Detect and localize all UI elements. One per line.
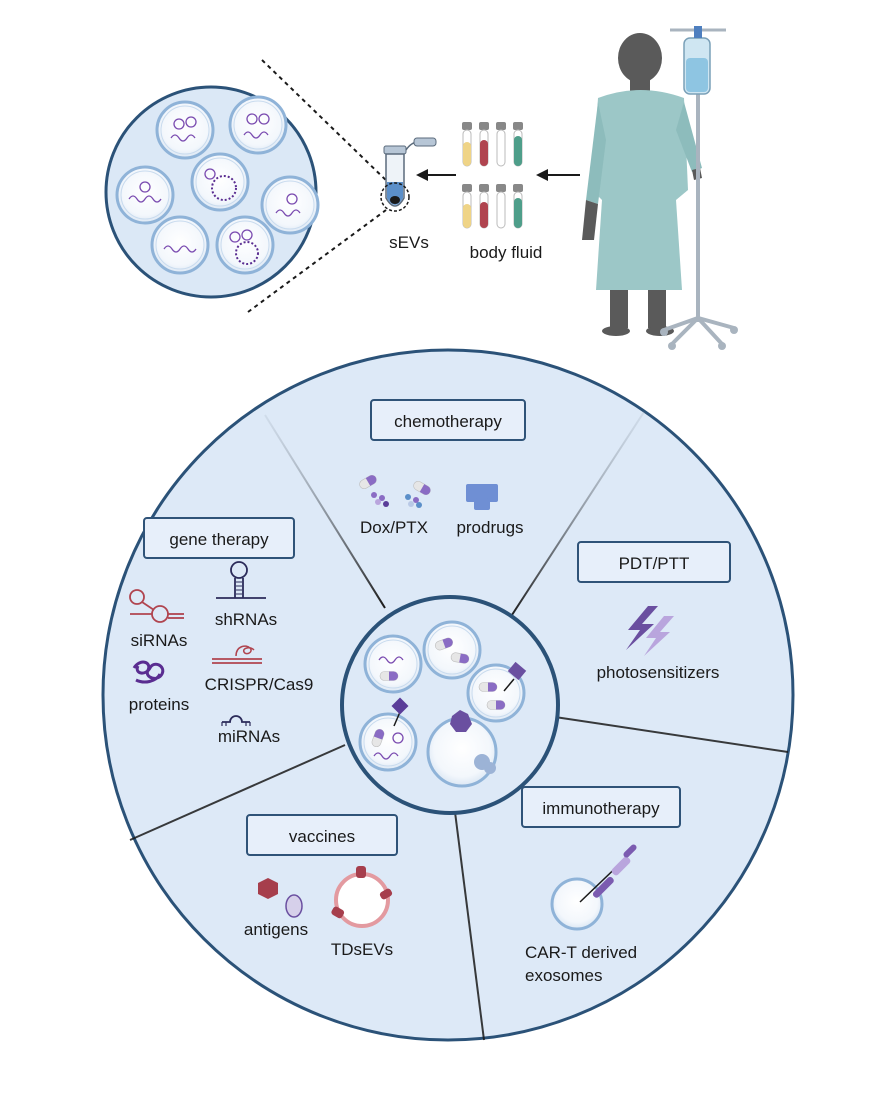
immunotherapy-title: immunotherapy	[542, 799, 660, 818]
shrna-icon	[216, 561, 266, 599]
mirnas-label: miRNAs	[218, 727, 280, 746]
vaccines-title: vaccines	[289, 827, 355, 846]
body-fluid-tubes-icon	[462, 122, 523, 229]
zoom-circle	[104, 85, 320, 299]
crispr-cas9-icon	[212, 645, 262, 664]
immunotherapy-box	[521, 786, 681, 828]
car-t-exosome-icon	[550, 844, 637, 931]
arrow-left-icon	[416, 169, 456, 181]
body-fluid-label: body fluid	[470, 243, 543, 262]
pdt-ptt-title: PDT/PTT	[619, 554, 690, 573]
lightning-icon	[626, 606, 674, 656]
dox-ptx-icon	[357, 473, 433, 508]
vaccines-box	[246, 814, 398, 856]
proteins-label: proteins	[129, 695, 189, 714]
tdsevs-label: TDsEVs	[331, 940, 393, 959]
car-t-label-line2: exosomes	[525, 966, 602, 985]
arrow-left-icon	[536, 169, 580, 181]
sevs-label: sEVs	[389, 233, 429, 252]
zoom-line-top	[261, 59, 393, 187]
sirna-icon	[129, 589, 184, 623]
dox-ptx-label: Dox/PTX	[360, 518, 428, 537]
tdsevs-icon	[331, 866, 393, 928]
sevs-tube-icon	[380, 137, 437, 212]
prodrugs-icon	[466, 484, 498, 510]
shrnas-label: shRNAs	[215, 610, 277, 629]
chemotherapy-title: chemotherapy	[394, 412, 502, 431]
sirnas-label: siRNAs	[131, 631, 188, 650]
prodrugs-label: prodrugs	[456, 518, 523, 537]
photosensitizers-label: photosensitizers	[597, 663, 720, 682]
mirna-icon	[221, 715, 251, 726]
pdt-ptt-box	[577, 541, 731, 583]
center-circle	[340, 595, 560, 815]
gene-therapy-title: gene therapy	[169, 530, 269, 549]
antigen-icon	[258, 878, 303, 918]
wheel-spokes	[129, 411, 789, 1041]
iv-stand-icon	[660, 26, 738, 350]
protein-icon	[132, 660, 165, 684]
car-t-label-line1: CAR-T derived	[525, 943, 637, 962]
gene-therapy-box	[143, 517, 295, 559]
crispr-cas9-label: CRISPR/Cas9	[205, 675, 314, 694]
chemotherapy-box	[370, 399, 526, 441]
antigens-label: antigens	[244, 920, 308, 939]
